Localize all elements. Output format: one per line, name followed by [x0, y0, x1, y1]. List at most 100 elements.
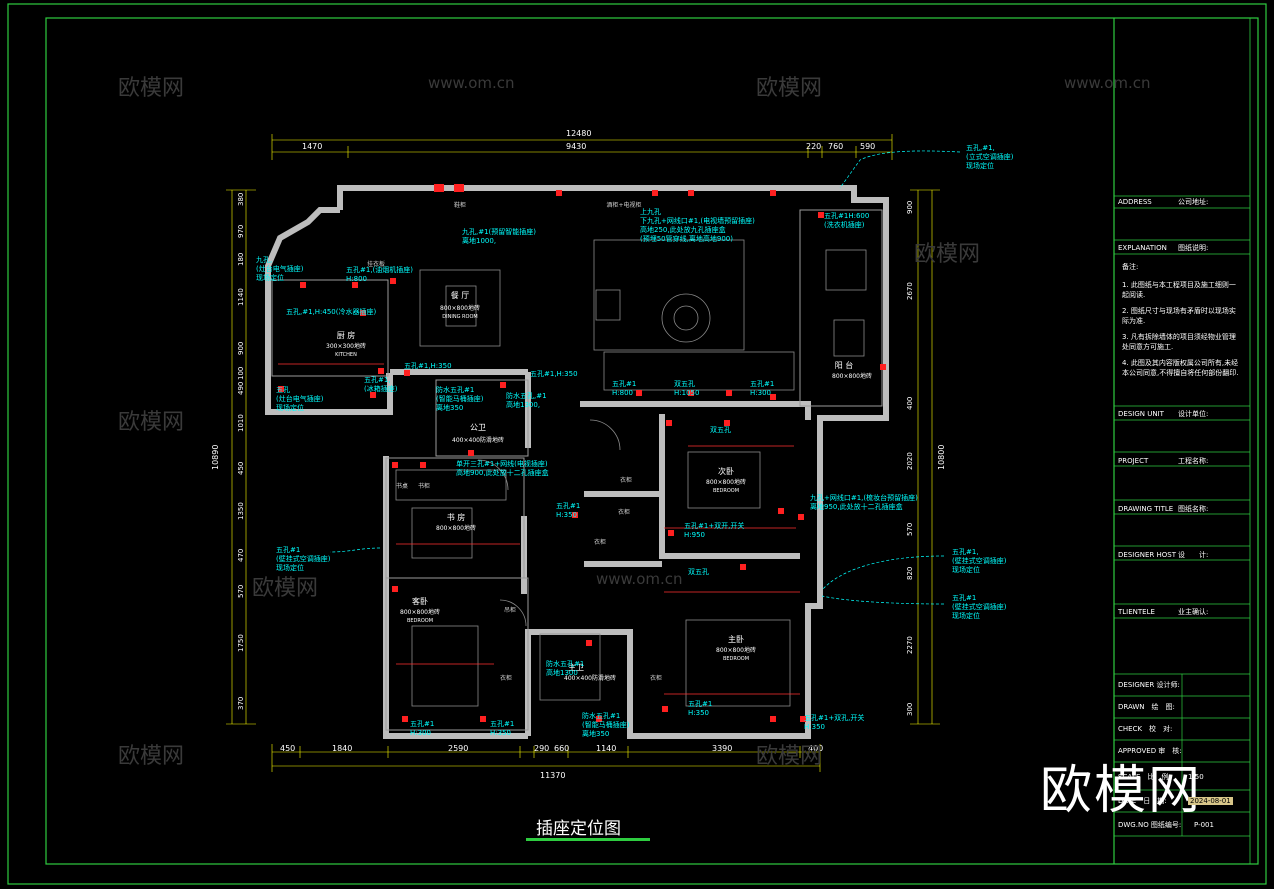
room-en-guest: BEDROOM [407, 618, 433, 624]
dim-right-segment: 400 [906, 397, 914, 410]
tb-value: 业主确认: [1178, 608, 1209, 616]
dim-left-segment: 380 [237, 193, 245, 206]
dim-right-segment: 2270 [906, 636, 914, 654]
dim-bottom-2: 1840 [332, 744, 352, 753]
room-en-dining: DINING ROOM [442, 314, 477, 320]
socket-annotation: 五孔,#1,(立式空调插座)现场定位 [966, 144, 1014, 170]
dim-overall-top: 12480 [566, 129, 591, 138]
socket-annotation: 双五孔 [688, 568, 709, 576]
tb-label: DATE 日 期: [1118, 797, 1167, 805]
dim-left-segment: 1750 [237, 634, 245, 652]
dim-bottom-4: 290 [534, 744, 549, 753]
dim-left-segment: 1010 [237, 414, 245, 432]
tb-value: 公司地址: [1178, 198, 1209, 206]
tb-scale-value: 1:50 [1188, 773, 1204, 781]
tb-value: 设 计: [1178, 551, 1209, 559]
socket-annotation: 防水五孔#1(智能马桶插座)离地350 [582, 711, 630, 738]
room-tile-master: 800×800地砖 [716, 646, 756, 654]
label-shoe-cabinet: 鞋柜 [454, 201, 466, 209]
tb-label: DESIGNER HOST [1118, 551, 1176, 559]
room-name-kitchen: 厨 房 [337, 330, 356, 340]
dim-left-segment: 370 [237, 697, 245, 710]
socket-annotation: 双五孔 [710, 426, 731, 434]
notes-title: 备注: [1122, 263, 1139, 271]
dim-left-segment: 470 [237, 549, 245, 562]
tb-dwg-no: DWG.NO 图纸编号:P-001 [1118, 820, 1244, 830]
tb-label: PROJECT [1118, 457, 1149, 465]
room-name-second: 次卧 [718, 466, 734, 476]
socket-annotation: 五孔#1,(冰箱插座) [364, 376, 398, 393]
furniture [395, 239, 867, 707]
room-tile-study: 800×800地砖 [436, 524, 476, 532]
room-tile-second: 800×800地砖 [706, 478, 746, 486]
tb-label: EXPLANATION [1118, 244, 1167, 252]
socket-annotation: 五孔#1,(油烟机插座)H:800 [346, 265, 413, 283]
dim-right-segment: 300 [906, 703, 914, 716]
title-block-grid [1114, 195, 1250, 837]
room-tile-kitchen: 300×300地砖 [326, 342, 366, 350]
tb-label: TLIENTELE [1118, 608, 1155, 616]
room-name-public-bath: 公卫 [470, 423, 486, 432]
dim-right-segment: 2670 [906, 282, 914, 300]
dim-bottom-6: 1140 [596, 744, 616, 753]
drawing-title: 插座定位图 [536, 819, 621, 839]
tb-label: DRAWN 绘 图: [1118, 703, 1175, 711]
room-name-master-bath: 主卫 [568, 662, 584, 672]
furniture-labels: 鞋柜 挂衣板 酒柜+电视柜 书柜 衣柜 吊柜 衣柜 衣柜 衣柜 衣柜 书桌 [367, 201, 662, 682]
room-name-dining: 餐 厅 [451, 291, 470, 300]
room-en-master: BEDROOM [723, 656, 749, 662]
tb-date: DATE 日 期:2024-08-01 [1118, 796, 1244, 806]
tb-label: DRAWING TITLE [1118, 505, 1174, 513]
label-desk: 书桌 [396, 482, 408, 490]
room-tile-balcony: 800×800地砖 [832, 372, 872, 380]
tb-client: TLIENTELE 业主确认: [1118, 607, 1244, 617]
socket-annotation: 五孔#1,(壁挂式空调插座)现场定位 [952, 548, 1007, 574]
tb-drawn: DRAWN 绘 图: [1118, 702, 1244, 712]
dim-right-segment: 820 [906, 567, 914, 580]
dim-top-2: 9430 [566, 142, 586, 151]
dim-top-3: 220 [806, 142, 821, 151]
tb-check: CHECK 校 对: [1118, 724, 1244, 734]
tb-label: APPROVED 审 核: [1118, 747, 1182, 755]
socket-annotation: 单开三孔#1+网线(电视插座)高地900,此处放十二孔插座盒 [456, 459, 549, 477]
dim-left-segment: 180 [237, 253, 245, 266]
socket-annotation: 五孔#1,H:350 [404, 362, 452, 370]
room-dimensions [278, 363, 800, 695]
label-coat-board: 挂衣板 [367, 260, 385, 268]
dim-overall-bottom: 11370 [540, 771, 565, 780]
dim-left-segment: 490 [237, 382, 245, 395]
tb-scale: SCALE 比 例:1:50 [1118, 772, 1244, 782]
dim-right-segment: 2020 [906, 452, 914, 470]
socket-annotation: 九孔,#1(预留智能插座)离地1000, [462, 227, 536, 245]
note-1: 1. 此图纸与本工程项目及施工细则一起阅读. [1122, 281, 1236, 299]
socket-annotation: 九孔+网线口#1,(梳妆台预留插座)离地950,此处放十二孔插座盒 [810, 493, 918, 511]
socket-annotation: 上九孔下九孔+网线口#1,(电视墙预留插座)高地250,此处放九孔插座盒(预埋5… [640, 207, 755, 243]
dim-left-segment: 900 [237, 342, 245, 355]
label-wardrobe-3: 衣柜 [650, 674, 662, 682]
tb-designer: DESIGNER 设计师: [1118, 680, 1244, 690]
room-labels: 餐 厅 800×800地砖 DINING ROOM 厨 房 300×300地砖 … [326, 291, 872, 682]
socket-annotation: 九孔,(灶台电气插座)现场定位 [256, 255, 304, 282]
dim-left-overall: 10890 [211, 445, 220, 470]
socket-annotation: 五孔(灶台电气插座)现场定位 [276, 386, 324, 412]
tb-label: DESIGNER 设计师: [1118, 681, 1180, 689]
label-hanging-cabinet: 吊柜 [504, 606, 516, 614]
socket-markers [278, 184, 886, 722]
